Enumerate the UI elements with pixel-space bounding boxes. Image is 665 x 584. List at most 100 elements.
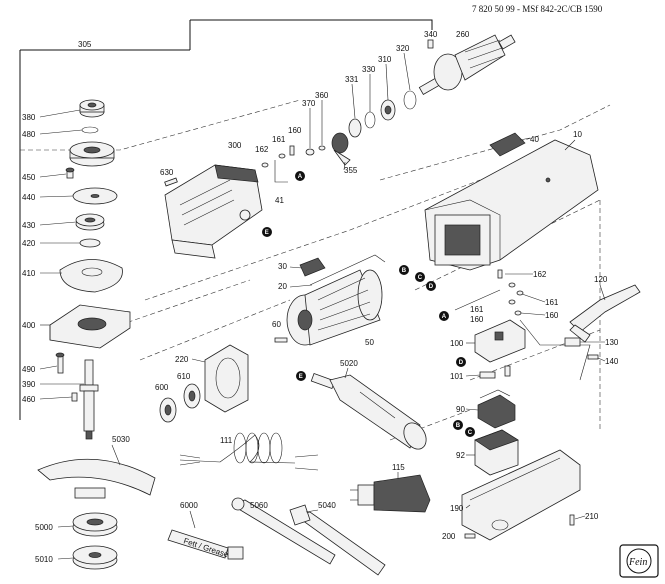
svg-text:A: A <box>442 314 447 320</box>
label-160b: 160 <box>470 315 484 324</box>
svg-text:C: C <box>418 275 423 281</box>
circlip-480 <box>81 126 99 134</box>
label-480: 480 <box>22 130 36 139</box>
screw-200 <box>464 533 476 539</box>
bearing-380 <box>79 99 105 118</box>
label-200: 200 <box>442 532 456 541</box>
label-610: 610 <box>177 372 191 381</box>
wrench-5040 <box>289 504 386 576</box>
label-210: 210 <box>585 512 599 521</box>
upper-labels: 300 630 162 161 160 41 370 360 331 330 3… <box>160 30 470 205</box>
marker-B-1: B <box>399 265 409 275</box>
assembly-line <box>379 104 611 181</box>
label-440: 440 <box>22 193 36 202</box>
clamp-30 <box>299 257 326 277</box>
rod-A <box>454 289 501 311</box>
plug-115 <box>350 474 431 513</box>
svg-text:E: E <box>265 230 269 236</box>
label-5060: 5060 <box>250 501 268 510</box>
gasket-410 <box>59 259 123 293</box>
fein-logo: Fein <box>619 544 659 578</box>
svg-text:C: C <box>468 430 473 436</box>
guard-5030 <box>37 458 156 499</box>
key-340 <box>427 39 434 49</box>
svg-text:A: A <box>298 174 303 180</box>
assembly-line <box>414 199 601 291</box>
label-161c: 161 <box>545 298 559 307</box>
label-490: 490 <box>22 365 36 374</box>
label-310: 310 <box>378 55 392 64</box>
label-60: 60 <box>272 320 281 329</box>
top-frame-line <box>190 19 433 30</box>
disc-440 <box>72 187 118 205</box>
label-5010: 5010 <box>35 555 53 564</box>
label-100: 100 <box>450 339 464 348</box>
screw-140 <box>587 354 599 360</box>
label-355: 355 <box>344 166 358 175</box>
switch-90 <box>477 389 516 429</box>
grease-tube-6000: Fett / Grease <box>167 529 244 559</box>
screw-450 <box>65 167 75 179</box>
assembly-line <box>20 99 301 151</box>
label-600: 600 <box>155 383 169 392</box>
label-120: 120 <box>594 275 608 284</box>
washer-600 <box>159 397 177 423</box>
ring-320 <box>403 90 417 110</box>
screw-210 <box>569 514 575 526</box>
pin-spanner-5060 <box>231 497 336 565</box>
marker-E-2: E <box>296 371 306 381</box>
label-360: 360 <box>315 91 329 100</box>
label-330: 330 <box>362 65 376 74</box>
flange-400 <box>49 304 131 349</box>
label-380: 380 <box>22 113 36 122</box>
label-160c: 160 <box>545 311 559 320</box>
svg-text:B: B <box>456 423 461 429</box>
label-162: 162 <box>255 145 269 154</box>
left-labels: 305 380 480 450 440 430 420 410 400 490 … <box>22 40 130 564</box>
label-90: 90 <box>456 405 465 414</box>
svg-text:B: B <box>402 268 407 274</box>
label-331: 331 <box>345 75 359 84</box>
fan-guide-220 <box>204 344 249 413</box>
label-5000: 5000 <box>35 523 53 532</box>
label-115: 115 <box>392 463 405 472</box>
cable-111 <box>179 432 319 471</box>
label-305: 305 <box>78 40 92 49</box>
marker-D-2: D <box>456 357 466 367</box>
marker-A-1: A <box>295 171 305 181</box>
label-40: 40 <box>530 135 539 144</box>
assembly-line <box>389 409 471 441</box>
label-190: 190 <box>450 504 464 513</box>
label-390: 390 <box>22 380 36 389</box>
svg-text:D: D <box>429 284 434 290</box>
armature-260 <box>418 34 516 96</box>
switch-parts-101 <box>479 365 511 379</box>
side-handle-5020 <box>310 372 427 450</box>
label-161b: 161 <box>470 305 484 314</box>
marker-D-1: D <box>426 281 436 291</box>
nut-5010 <box>72 545 118 570</box>
cap-92 <box>474 429 519 476</box>
gear-housing-300 <box>164 164 263 259</box>
fan-cylinder-50 <box>286 269 383 346</box>
marker-C-2: C <box>465 427 475 437</box>
marker-A-2: A <box>439 311 449 321</box>
marker-B-2: B <box>453 420 463 430</box>
assembly-line <box>139 299 291 361</box>
spring-41 <box>274 160 288 183</box>
screw-490 <box>55 352 65 374</box>
screw-60 <box>274 337 288 343</box>
label-420: 420 <box>22 239 36 248</box>
label-5030: 5030 <box>112 435 130 444</box>
key-460 <box>71 392 78 402</box>
label-92: 92 <box>456 451 465 460</box>
label-162b: 162 <box>533 270 547 279</box>
label-340: 340 <box>424 30 438 39</box>
svg-text:E: E <box>299 374 303 380</box>
bevel-gear-470 <box>69 141 115 167</box>
switch-100 <box>474 319 526 363</box>
clip-130 <box>564 337 581 347</box>
motor-housing-10 <box>424 139 599 271</box>
label-6000: 6000 <box>180 501 198 510</box>
